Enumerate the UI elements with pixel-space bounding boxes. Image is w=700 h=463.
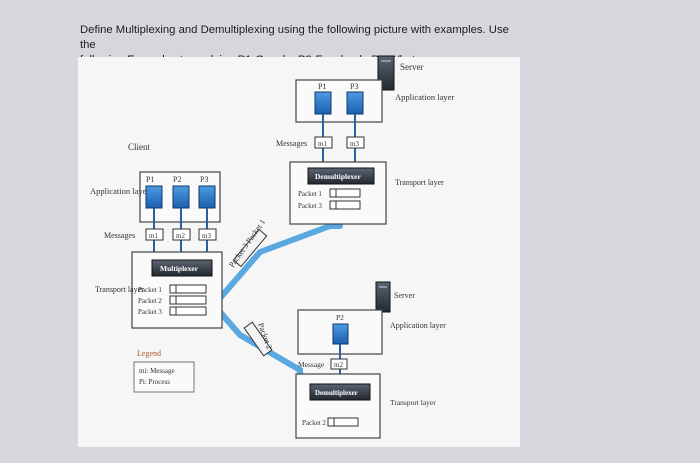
server-2-title: Server	[394, 291, 415, 300]
legend-title: Legend	[137, 349, 161, 358]
server-1-packet-1: Packet 1	[298, 190, 322, 198]
process-p1-icon	[145, 185, 163, 209]
server-1-packet-boxes	[329, 188, 361, 210]
process-p3-icon	[198, 185, 216, 209]
server-1-process-label-3: P3	[350, 82, 358, 91]
client-packet-2: Packet 2	[138, 297, 162, 305]
client-message-m2: m2	[176, 232, 185, 240]
client-app-layer-label: Application layer	[90, 186, 149, 196]
question-line-1: Define Multiplexing and Demultiplexing u…	[80, 24, 509, 51]
server-1-transport-label: Transport layer	[395, 178, 444, 187]
process-p2-icon	[172, 185, 190, 209]
demultiplexer-1-box	[307, 167, 375, 185]
server-2-packet-2: Packet 2	[302, 419, 326, 427]
client-message-boxes	[145, 228, 217, 241]
client-packet-3: Packet 3	[138, 308, 162, 316]
client-packet-boxes	[169, 284, 207, 316]
server-2-app-layer-label: Application layer	[390, 321, 446, 330]
server-1-packet-3: Packet 3	[298, 202, 322, 210]
client-transport-label: Transport layer	[95, 285, 144, 294]
client-process-label-3: P3	[200, 175, 208, 184]
server-1-title: Server	[400, 62, 424, 72]
legend: Legend mi: Message Pi: Process	[133, 349, 195, 393]
server-1-process-p1-icon	[314, 91, 332, 115]
server-2-process-label-2: P2	[336, 313, 344, 322]
server-1-messages-label: Messages	[276, 139, 307, 148]
client-title: Client	[128, 142, 150, 152]
client-process-label-1: P1	[146, 175, 154, 184]
link-boxes	[232, 228, 273, 357]
client-message-m1: m1	[149, 232, 158, 240]
demultiplexer-1-label: Demultiplexer	[315, 172, 361, 181]
server-1-app-box	[295, 79, 383, 123]
legend-item-process: Pi: Process	[139, 378, 170, 386]
server-2-message-label: Message	[298, 360, 325, 369]
client-packet-1: Packet 1	[138, 286, 162, 294]
demultiplexer-2-box	[309, 383, 371, 401]
legend-box	[133, 361, 195, 393]
server-1-process-label-1: P1	[318, 82, 326, 91]
client-messages-label: Messages	[104, 231, 135, 240]
client-process-label-2: P2	[173, 175, 181, 184]
client-process-icons	[145, 185, 216, 209]
multiplexer-label: Multiplexer	[160, 264, 199, 273]
server-1-process-p3-icon	[346, 91, 364, 115]
server-2-icon	[375, 281, 391, 313]
multiplexer-box	[151, 259, 213, 277]
server-1-message-m3: m3	[350, 140, 359, 148]
server-2-message-m2: m2	[334, 361, 343, 369]
legend-item-message: mi: Message	[139, 367, 175, 375]
server-2-transport-label: Transport layer	[390, 398, 436, 407]
server-2-process-p2-icon	[332, 323, 349, 345]
server-1-app-layer-label: Application layer	[395, 92, 454, 102]
server-1-message-m1: m1	[318, 140, 327, 148]
demultiplexer-2-label: Demultiplexer	[315, 389, 358, 397]
client-message-m3: m3	[202, 232, 211, 240]
